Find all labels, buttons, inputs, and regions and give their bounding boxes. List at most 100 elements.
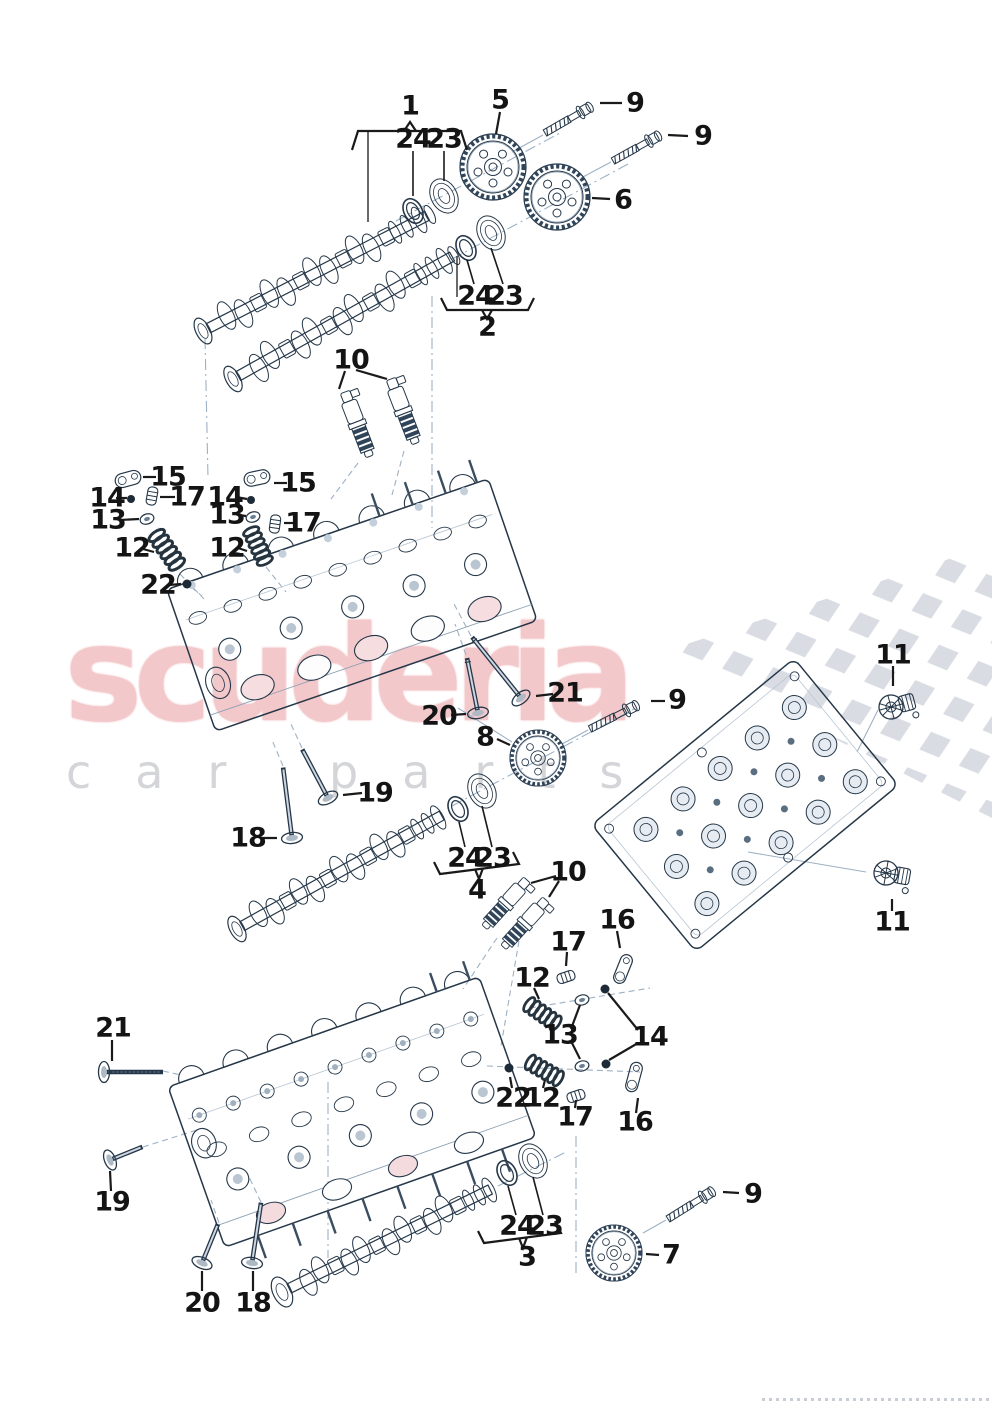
callout-22: 22 (495, 1082, 532, 1114)
seal-13-b (244, 509, 262, 525)
checkered-flag-watermark (662, 545, 992, 818)
callout-23: 23 (527, 1210, 564, 1242)
callout-1: 1 (401, 90, 420, 122)
callout-22: 22 (140, 569, 177, 601)
solenoid-10-upper-a (336, 386, 383, 461)
callout-19: 19 (357, 777, 394, 809)
cone-pieces-14-and-plugs-22 (127, 495, 611, 1073)
callout-23: 23 (487, 280, 524, 312)
callout-24: 24 (499, 1210, 536, 1242)
callout-16: 16 (617, 1106, 654, 1138)
callout-15: 15 (280, 467, 317, 499)
bolt-9-top-left (540, 99, 597, 140)
callout-24: 24 (457, 280, 494, 312)
camshaft-actuator-bottom (870, 858, 914, 895)
callout-13: 13 (209, 499, 246, 531)
callout-11: 11 (874, 906, 911, 938)
seal-23-set3 (512, 1138, 554, 1184)
centerlines (204, 132, 635, 1274)
callout-23: 23 (475, 842, 512, 874)
callout-14: 14 (89, 482, 126, 514)
valve-20-upper (464, 657, 490, 720)
valve-21-upper (470, 635, 531, 707)
rocker-15-right (242, 467, 272, 489)
callout-17: 17 (285, 507, 322, 539)
callout-17: 17 (169, 481, 206, 513)
cylinder-head-upper (167, 459, 537, 731)
callout-9: 9 (668, 684, 687, 716)
callout-17: 17 (550, 926, 587, 958)
lash-adjuster-17-c (555, 968, 577, 986)
callout-19: 19 (94, 1186, 131, 1218)
ring-24-set3 (492, 1156, 522, 1190)
group-brackets (350, 120, 563, 1252)
lash-adjuster-17-b (268, 513, 282, 535)
callout-7: 7 (662, 1239, 681, 1271)
callout-6: 6 (614, 184, 633, 216)
callout-2: 2 (478, 311, 497, 343)
callout-23: 23 (426, 123, 463, 155)
callout-9: 9 (744, 1178, 763, 1210)
valve-18-lower (240, 1202, 264, 1270)
callout-9: 9 (694, 120, 713, 152)
callout-18: 18 (235, 1287, 272, 1319)
callout-11: 11 (875, 639, 912, 671)
camshaft-1 (193, 204, 437, 345)
bolt-9-top-right (609, 127, 665, 168)
callout-16: 16 (599, 904, 636, 936)
cylinder-head-lower (168, 960, 536, 1259)
callout-5: 5 (491, 84, 510, 116)
ring-24-set4 (443, 792, 473, 826)
callout-15: 15 (150, 461, 187, 493)
callout-14: 14 (632, 1021, 669, 1053)
leader-ticks (108, 101, 895, 1291)
callout-20: 20 (184, 1287, 221, 1319)
camshaft-adjuster-5 (460, 134, 526, 200)
camshaft-4 (227, 805, 447, 943)
callout-12: 12 (524, 1082, 561, 1114)
bolt-9-bottom (663, 1183, 719, 1226)
watermark-subtext: car parts (66, 745, 668, 799)
seal-13-upper (573, 992, 591, 1008)
callout-9: 9 (626, 87, 645, 119)
callout-20: 20 (421, 700, 458, 732)
valve-20-lower (191, 1223, 221, 1271)
callout-14: 14 (207, 481, 244, 513)
valve-19-lower (102, 1144, 144, 1171)
callout-8: 8 (476, 721, 495, 753)
watermark-brand-text: scuderia (64, 598, 635, 752)
rocker-16-upper (611, 952, 635, 986)
seal-13-lower (573, 1058, 591, 1074)
callout-3: 3 (518, 1241, 537, 1273)
callout-12: 12 (514, 962, 551, 994)
camshaft-2 (223, 246, 461, 393)
callout-18: 18 (230, 822, 267, 854)
callout-21: 21 (95, 1012, 132, 1044)
cylinder-head-right (594, 660, 896, 950)
callout-24: 24 (395, 123, 432, 155)
camshaft-adjuster-7 (586, 1225, 642, 1281)
valve-spring-12-a (145, 525, 188, 575)
callout-10: 10 (550, 856, 587, 888)
callout-12: 12 (209, 532, 246, 564)
valve-19-upper (300, 748, 339, 806)
ring-24-set2 (451, 231, 481, 265)
callout-21: 21 (547, 677, 584, 709)
solenoid-10-lower-b (496, 893, 556, 956)
solenoid-10-lower-a (477, 873, 537, 936)
camshaft-adjuster-8 (510, 730, 566, 786)
rocker-16-lower (623, 1060, 645, 1094)
valve-21-lower (97, 1060, 163, 1084)
seal-13-a (138, 511, 156, 527)
camshaft-3 (270, 1177, 498, 1308)
callout-24: 24 (447, 842, 484, 874)
callout-13: 13 (90, 504, 127, 536)
callout-4: 4 (468, 874, 487, 906)
callout-13: 13 (542, 1019, 579, 1051)
valve-18-upper (280, 767, 304, 845)
solenoid-10-upper-b (382, 373, 429, 448)
callout-12: 12 (114, 532, 151, 564)
callout-10: 10 (333, 344, 370, 376)
